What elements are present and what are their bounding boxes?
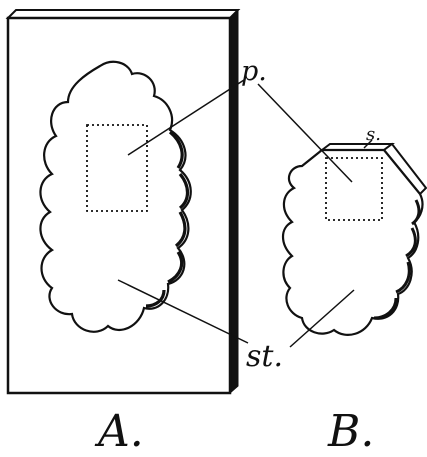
leader-st-a: [117, 279, 249, 344]
stain-a-shading: [145, 130, 190, 308]
caption-b: B.: [327, 406, 374, 457]
dotted-region-b: [325, 157, 383, 221]
leader-st-b: [289, 289, 355, 348]
leader-p-b: [257, 83, 353, 183]
label-s: s.: [366, 124, 381, 145]
leader-s: [363, 139, 373, 149]
panel-a: [5, 8, 241, 395]
label-st: st.: [246, 339, 283, 374]
label-p: p.: [241, 56, 267, 87]
caption-a: A.: [94, 406, 144, 457]
leader-p-a: [127, 79, 245, 156]
stain-b-shading: [373, 199, 421, 320]
stain-b: [281, 148, 424, 336]
leader-lines: [117, 79, 373, 348]
dotted-region-a: [86, 124, 148, 212]
panel-b: [281, 142, 427, 336]
